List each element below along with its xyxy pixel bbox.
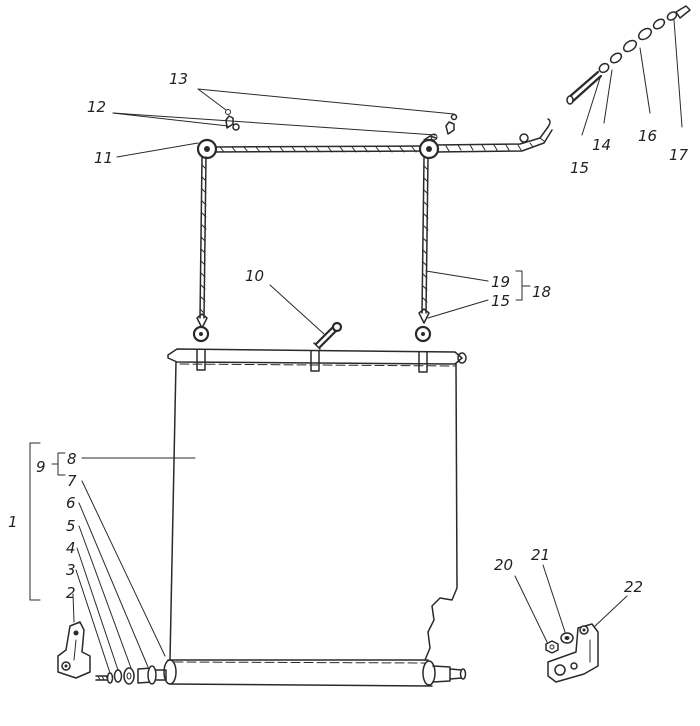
nut-20 (545, 640, 559, 654)
pull-chain (566, 5, 691, 105)
bottom-roller (163, 659, 467, 687)
callout-20: 20 (494, 556, 513, 574)
callout-22: 22 (624, 578, 643, 596)
callout-21: 21 (531, 546, 550, 564)
bracket-marks (29, 270, 531, 601)
callout-2: 2 (66, 584, 76, 602)
left-vertical-cord (192, 156, 210, 343)
washer-21 (560, 632, 574, 644)
callout-12: 12 (87, 98, 106, 116)
cord-assembly (211, 118, 553, 153)
callout-9: 9 (36, 458, 46, 476)
right-bracket (547, 623, 599, 683)
curtain-fabric (169, 361, 458, 661)
callout-15a: 15 (491, 292, 510, 310)
screw (95, 672, 114, 684)
washer-large (123, 667, 135, 685)
right-pulley (418, 135, 440, 160)
callout-7: 7 (67, 472, 77, 490)
callout-15b: 15 (570, 159, 589, 177)
callout-1: 1 (8, 513, 18, 531)
leader-lines (72, 19, 683, 674)
handle (313, 321, 343, 350)
callout-14: 14 (592, 136, 611, 154)
callout-4: 4 (66, 539, 76, 557)
clip-left (225, 109, 240, 131)
callout-6: 6 (66, 494, 76, 512)
washer-small (113, 669, 123, 683)
callout-16: 16 (638, 127, 657, 145)
clip-right (430, 113, 458, 141)
callout-10: 10 (245, 267, 264, 285)
callout-3: 3 (66, 561, 76, 579)
top-rail (167, 348, 467, 373)
callout-5: 5 (66, 517, 76, 535)
callout-labels: 13 12 11 10 19 15 18 8 9 7 6 1 5 4 3 2 2… (8, 70, 689, 602)
callout-19: 19 (491, 273, 510, 291)
bushing (137, 665, 167, 685)
left-bracket (57, 621, 91, 679)
callout-17: 17 (669, 146, 689, 164)
callout-11: 11 (94, 149, 113, 167)
callout-8: 8 (67, 450, 77, 468)
callout-13: 13 (169, 70, 188, 88)
right-vertical-cord (414, 157, 432, 343)
left-pulley (196, 138, 218, 160)
callout-18: 18 (532, 283, 551, 301)
